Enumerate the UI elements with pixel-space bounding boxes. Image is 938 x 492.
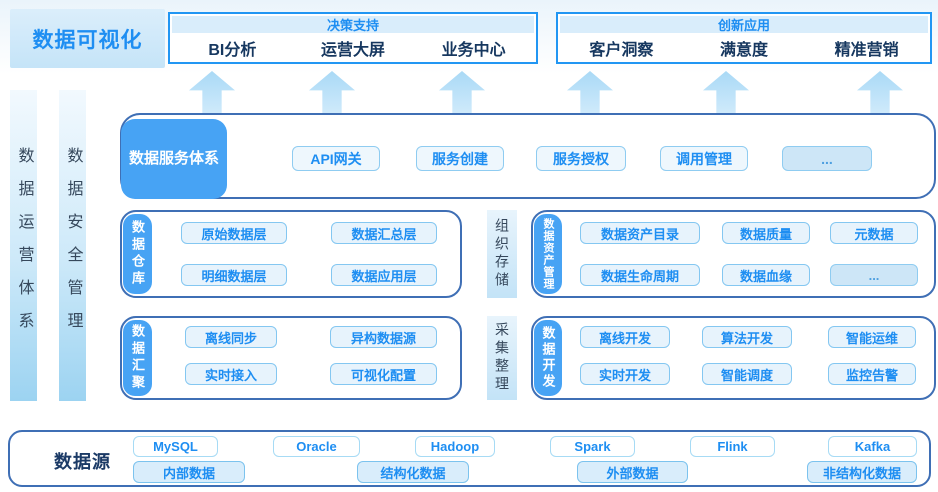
datasource-tech-chip: MySQL	[133, 436, 218, 457]
data-asset-tab: 数据资产管理	[534, 214, 562, 294]
dev-chip: 实时开发	[580, 363, 670, 385]
asset-chip: 元数据	[830, 222, 918, 244]
aggregation-chip: 可视化配置	[330, 363, 437, 385]
datasource-label: 数据源	[54, 452, 111, 472]
sidebar-data-security: 数据安全管理	[59, 90, 86, 401]
group-item: 客户洞察	[589, 41, 654, 59]
service-chip: 服务创建	[416, 146, 504, 171]
up-arrow-icon	[309, 71, 355, 113]
group-item: 业务中心	[441, 41, 506, 59]
decision-support-header: 决策支持	[172, 16, 534, 33]
group-item: BI分析	[208, 41, 257, 59]
datasource-tech-chip: Flink	[690, 436, 775, 457]
aggregation-chip: 离线同步	[185, 326, 277, 348]
warehouse-chip: 数据应用层	[331, 264, 437, 286]
up-arrow-icon	[857, 71, 903, 113]
sidebar-label: 数据安全管理	[64, 146, 82, 345]
visualization-header: 数据可视化	[10, 9, 165, 68]
datasource-tech-chip: Oracle	[273, 436, 360, 457]
warehouse-tab-label: 数据仓库	[130, 220, 145, 288]
aggregation-chip: 实时接入	[185, 363, 277, 385]
datasource-category-chip: 内部数据	[133, 461, 245, 483]
collection-bar-label: 采集整理	[494, 322, 510, 394]
service-chip-more: ...	[782, 146, 872, 171]
dev-chip: 监控告警	[828, 363, 916, 385]
datasource-tech-chip: Spark	[550, 436, 635, 457]
datasource-tech-chip: Hadoop	[415, 436, 495, 457]
warehouse-tab: 数据仓库	[123, 214, 152, 294]
data-dev-tab-label: 数据开发	[540, 326, 556, 390]
datasource-category-chip: 外部数据	[577, 461, 688, 483]
up-arrow-icon	[567, 71, 613, 113]
decision-support-items: BI分析 运营大屏 业务中心	[172, 33, 534, 62]
service-layer-tab: 数据服务体系	[121, 119, 227, 199]
aggregation-chip: 异构数据源	[330, 326, 437, 348]
asset-chip: 数据血缘	[722, 264, 810, 286]
aggregation-tab-label: 数据汇聚	[130, 324, 145, 392]
group-item: 满意度	[720, 41, 769, 59]
warehouse-chip: 明细数据层	[181, 264, 287, 286]
up-arrow-icon	[189, 71, 235, 113]
dev-chip: 算法开发	[702, 326, 792, 348]
datasource-category-chip: 结构化数据	[357, 461, 469, 483]
sidebar-label: 数据运营体系	[15, 146, 33, 345]
service-chip: API网关	[292, 146, 380, 171]
warehouse-chip: 原始数据层	[181, 222, 287, 244]
service-chip: 服务授权	[536, 146, 626, 171]
innovation-apps-header: 创新应用	[560, 16, 928, 33]
datasource-category-chip: 非结构化数据	[807, 461, 917, 483]
collection-bar: 采集整理	[487, 316, 517, 400]
innovation-apps-box: 创新应用 客户洞察 满意度 精准营销	[556, 12, 932, 64]
asset-chip: 数据生命周期	[580, 264, 700, 286]
asset-chip-more: ...	[830, 264, 918, 286]
data-asset-tab-label: 数据资产管理	[542, 218, 554, 290]
warehouse-chip: 数据汇总层	[331, 222, 437, 244]
aggregation-tab: 数据汇聚	[123, 320, 152, 396]
decision-support-box: 决策支持 BI分析 运营大屏 业务中心	[168, 12, 538, 64]
dev-chip: 离线开发	[580, 326, 670, 348]
data-dev-tab: 数据开发	[534, 320, 562, 396]
dev-chip: 智能调度	[702, 363, 792, 385]
datasource-tech-chip: Kafka	[828, 436, 917, 457]
sidebar-data-operations: 数据运营体系	[10, 90, 37, 401]
asset-chip: 数据质量	[722, 222, 810, 244]
up-arrow-icon	[439, 71, 485, 113]
storage-bar: 组织存储	[487, 210, 517, 298]
group-item: 运营大屏	[321, 41, 386, 59]
dev-chip: 智能运维	[828, 326, 916, 348]
service-chip: 调用管理	[660, 146, 748, 171]
asset-chip: 数据资产目录	[580, 222, 700, 244]
group-item: 精准营销	[834, 41, 899, 59]
innovation-apps-items: 客户洞察 满意度 精准营销	[560, 33, 928, 62]
storage-bar-label: 组织存储	[494, 218, 510, 290]
up-arrow-icon	[703, 71, 749, 113]
